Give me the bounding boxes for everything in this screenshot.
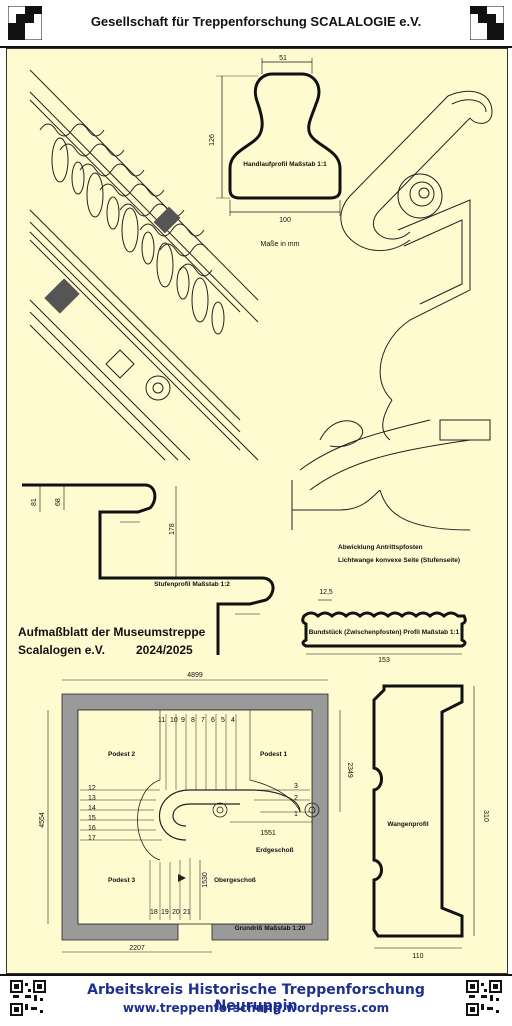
step-profile [22, 483, 275, 655]
plan-podest-1: Podest 1 [260, 751, 287, 758]
stair-number: 10 [170, 717, 178, 724]
header-title: Gesellschaft für Treppenforschung SCALAL… [90, 14, 422, 29]
wange-dim-right: 310 [482, 810, 489, 822]
qr-code-left-icon [10, 980, 46, 1016]
plan-erdgeschoss: Erdgeschoß [256, 847, 294, 854]
floor-plan [47, 679, 341, 953]
plan-dim-center: 1551 [260, 830, 276, 837]
handrail-profile [216, 58, 342, 216]
railing-post-hatch [44, 278, 80, 314]
stair-number: 3 [294, 783, 298, 790]
stair-number: 12 [88, 785, 96, 792]
plan-dim-bottom: 2207 [129, 945, 145, 952]
footer-organization: Arbeitskreis Historische Treppenforschun… [87, 982, 425, 1014]
handrail-dim-top: 51 [279, 55, 287, 62]
stair-number: 2 [294, 795, 298, 802]
step-dim-68: 68 [55, 498, 62, 506]
newel-label-line1: Abwicklung Antrittspfosten [338, 544, 423, 551]
plan-label: Grundriß Maßstab 1:20 [235, 925, 306, 932]
stair-number: 7 [201, 717, 205, 724]
plan-dim-obergeschoss: 1530 [202, 872, 209, 888]
footer-website-link[interactable]: www.treppenforschung.wordpress.com [122, 1001, 390, 1015]
railing-post-hatch-upper [153, 206, 181, 234]
title-line1: Aufmaßblatt der Museumstreppe [18, 625, 206, 639]
wange-profile [372, 684, 475, 949]
handrail-label: Handlaufprofil Maßstab 1:1 [243, 161, 327, 168]
stair-number: 8 [191, 717, 195, 724]
newel-post-drawing [291, 90, 493, 531]
corner-logo-left [8, 6, 42, 40]
stair-number: 19 [161, 909, 169, 916]
newel-label-line2: Lichtwange konvexe Seite (Stufenseite) [338, 557, 460, 564]
stair-number: 9 [181, 717, 185, 724]
handrail-dim-bottom: 100 [279, 217, 291, 224]
stair-number: 17 [88, 835, 96, 842]
stair-number: 13 [88, 795, 96, 802]
plan-dim-top: 4899 [187, 672, 203, 679]
header-bar: Gesellschaft für Treppenforschung SCALAL… [0, 0, 512, 48]
stair-number: 4 [231, 717, 235, 724]
bundstueck-dim-bottom: 153 [378, 657, 390, 664]
footer-bar: Arbeitskreis Historische Treppenforschun… [0, 974, 512, 1026]
step-label: Stufenprofil Maßstab 1:2 [154, 581, 230, 588]
railing-drawing [29, 69, 259, 461]
bundstueck-dim-top: 12,5 [319, 589, 333, 596]
handrail-dim-left: 126 [209, 134, 216, 146]
stair-number: 5 [221, 717, 225, 724]
bundstueck-profile [301, 599, 467, 655]
plan-dim-left: 4554 [39, 812, 46, 828]
units-note: Maße in mm [261, 241, 300, 248]
title-line2-left: Scalalogen e.V. [18, 643, 105, 657]
step-dim-178: 178 [169, 523, 176, 535]
stair-number: 20 [172, 909, 180, 916]
bundstueck-label: Bundstück (Zwischenpfosten) Profil Maßst… [309, 629, 460, 636]
stair-number: 15 [88, 815, 96, 822]
stair-number: 21 [183, 909, 191, 916]
stair-number: 16 [88, 825, 96, 832]
wange-label: Wangenprofil [387, 821, 428, 828]
title-line2-right: 2024/2025 [136, 643, 193, 657]
plan-podest-3: Podest 3 [108, 877, 135, 884]
plan-podest-2: Podest 2 [108, 751, 135, 758]
corner-logo-right [470, 6, 504, 40]
stair-number: 11 [158, 717, 165, 724]
wange-dim-bottom: 110 [412, 953, 423, 960]
stair-number: 1 [294, 811, 298, 818]
stair-number: 18 [150, 909, 158, 916]
step-dim-81: 81 [31, 498, 38, 506]
stair-number: 6 [211, 717, 215, 724]
stair-number: 14 [88, 805, 96, 812]
plan-dim-right: 2349 [346, 762, 353, 778]
qr-code-right-icon [466, 980, 502, 1016]
plan-obergeschoss: Obergeschoß [214, 877, 256, 884]
